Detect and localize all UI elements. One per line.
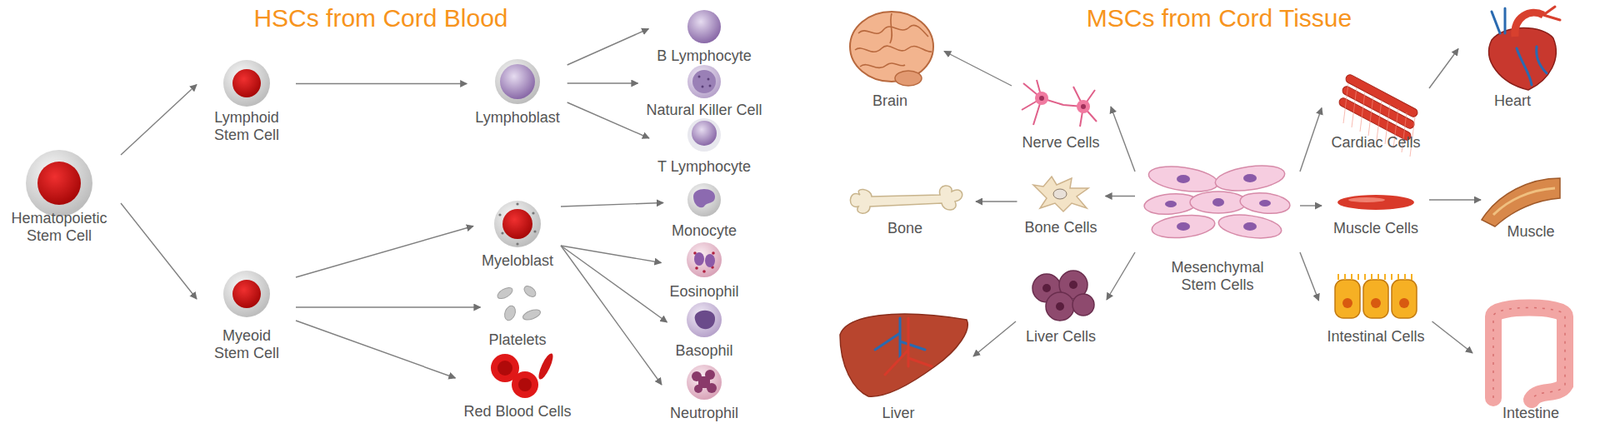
arrow-connector [120, 203, 197, 300]
cell-node: Liver Cells [1020, 271, 1102, 346]
cell-node: Monocyte [668, 183, 740, 240]
arrow-connector [1300, 205, 1322, 206]
cell-node: Brain [840, 10, 940, 110]
cell-node: Neutrophil [666, 365, 742, 423]
cell-node: Intestinal Cells [1323, 273, 1428, 346]
cell-label: Basophil [675, 342, 733, 360]
section-title: MSCs from Cord Tissue [1086, 3, 1352, 34]
cell-label: Nerve Cells [1021, 134, 1100, 152]
arrow-connector [944, 51, 1012, 87]
cell-node: Cardiac Cells [1326, 81, 1425, 152]
cell-node: Lymphoid Stem Cell [201, 60, 292, 145]
arrow-connector [1429, 199, 1481, 200]
cell-node: Mesenchymal Stem Cells [1139, 165, 1296, 295]
arrow-connector [1110, 106, 1135, 172]
cell-label: Natural Killer Cell [645, 101, 762, 120]
arrow-connector [567, 102, 650, 139]
cell-node: Bone [839, 183, 971, 238]
cell-label: Lymphoid Stem Cell [205, 109, 289, 145]
arrow-connector [560, 245, 662, 385]
arrow-connector [1106, 252, 1135, 300]
arrow-connector [975, 200, 1017, 202]
cell-label: Bone [887, 220, 923, 238]
cell-label: T Lymphocyte [657, 158, 751, 176]
arrow-connector [567, 29, 650, 66]
cell-node: Eosinophil [665, 242, 742, 301]
cell-label: Muscle [1506, 223, 1555, 241]
arrow-connector [295, 306, 480, 308]
arrow-connector [973, 321, 1016, 357]
cell-node: Myeloblast [478, 200, 557, 270]
cell-label: Neutrophil [670, 405, 739, 423]
cell-node: Lymphoblast [471, 58, 563, 127]
cell-node: Nerve Cells [1015, 79, 1106, 152]
cell-node: Basophil [671, 302, 736, 360]
arrow-connector [1105, 195, 1135, 197]
cell-node: Liver [828, 308, 969, 423]
cell-label: Mesenchymal Stem Cells [1161, 259, 1275, 295]
arrow-connector [1300, 252, 1319, 301]
cell-label: B Lymphocyte [656, 47, 751, 65]
cell-label: Cardiac Cells [1330, 134, 1420, 152]
arrow-connector [560, 203, 664, 208]
cell-label: Eosinophil [669, 283, 739, 301]
arrow-connector [295, 226, 474, 279]
arrow-connector [560, 245, 661, 264]
cell-label: Myeoid Stem Cell [205, 327, 289, 363]
cell-node: Red Blood Cells [460, 353, 575, 421]
arrow-connector [1432, 321, 1473, 354]
tissue-illustration [840, 6, 1565, 400]
cell-node: B Lymphocyte [653, 10, 755, 65]
cell-label: Intestine [1502, 405, 1560, 423]
cell-node: Muscle [1485, 176, 1576, 241]
cell-node: Platelets [485, 283, 550, 350]
cell-label: Monocyte [671, 222, 737, 240]
cell-node: Muscle Cells [1326, 191, 1425, 238]
arrow-connector [295, 320, 455, 379]
arrow-connector [1429, 49, 1459, 90]
cell-label: Lymphoblast [475, 109, 560, 127]
cell-label: Bone Cells [1024, 219, 1097, 237]
stem-cell-icon [25, 10, 722, 400]
cell-node: Natural Killer Cell [642, 65, 765, 120]
cell-label: Red Blood Cells [463, 403, 571, 421]
cell-node: T Lymphocyte [654, 118, 755, 176]
cell-node: Intestine [1477, 301, 1585, 423]
cell-node: Hematopoietic Stem Cell [1, 148, 117, 245]
section-title: HSCs from Cord Blood [253, 3, 508, 34]
arrow-connector [295, 83, 467, 85]
cell-node: Bone Cells [1020, 173, 1100, 237]
cell-label: Muscle Cells [1333, 220, 1419, 238]
cell-label: Hematopoietic Stem Cell [5, 210, 114, 245]
arrow-connector [560, 245, 667, 323]
cell-label: Heart [1494, 92, 1531, 110]
cell-label: Platelets [488, 331, 546, 350]
arrow-connector [567, 82, 639, 84]
arrow-connector [120, 85, 197, 156]
arrow-connector [1300, 108, 1322, 173]
cell-node: Myeoid Stem Cell [201, 270, 292, 363]
cell-label: Liver [881, 405, 915, 423]
cell-label: Intestinal Cells [1326, 328, 1425, 346]
cell-label: Liver Cells [1025, 328, 1096, 346]
cell-label: Brain [872, 92, 908, 110]
cell-node: Heart [1463, 5, 1562, 110]
cell-label: Myeloblast [481, 252, 554, 270]
